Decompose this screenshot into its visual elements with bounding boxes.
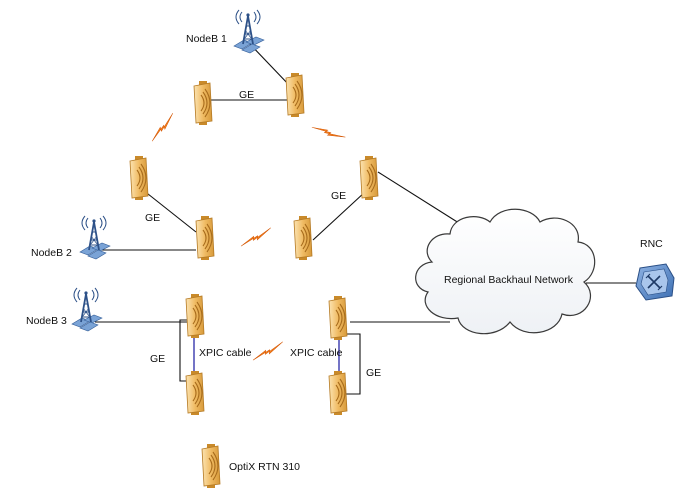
ge-label-bottom-left: GE [150, 353, 165, 365]
ge-label-bottom-right: GE [366, 367, 381, 379]
ge-link-right [312, 191, 366, 241]
cloud-label: Regional Backhaul Network [444, 274, 574, 286]
ge-label-mid-left: GE [145, 212, 160, 224]
nodeb1-label: NodeB 1 [186, 33, 227, 45]
odu-icon [293, 215, 313, 261]
lightning-icon [250, 341, 285, 361]
xpic-label-right: XPIC cable [290, 347, 343, 359]
odu-icon [328, 370, 348, 416]
nodeb3-tower-icon [71, 287, 103, 332]
odu-icon [195, 215, 215, 261]
odu-icon [359, 155, 379, 201]
odu-icon [185, 370, 205, 416]
ge-label-top: GE [239, 89, 254, 101]
ge-link-bottom-right [345, 333, 361, 395]
lightning-icon [144, 112, 181, 142]
nodeb3-label: NodeB 3 [26, 315, 67, 327]
nodeb1-tower-icon [233, 9, 265, 54]
odu-icon [129, 155, 149, 201]
legend-odu-icon [201, 443, 221, 489]
lightning-icon [238, 227, 273, 247]
odu-icon [328, 295, 348, 341]
nodeb2-label: NodeB 2 [31, 247, 72, 259]
cloud-shape [415, 208, 596, 335]
ge-label-mid-right: GE [331, 190, 346, 202]
odu-icon [185, 293, 205, 339]
nodeb2-tower-icon [79, 215, 111, 260]
odu-icon [193, 80, 213, 126]
rnc-icon [635, 263, 675, 301]
rnc-label: RNC [640, 238, 663, 250]
odu-icon [285, 72, 305, 118]
ge-link-left [142, 189, 197, 233]
regional-backhaul-cloud [415, 208, 596, 335]
xpic-label-left: XPIC cable [199, 347, 252, 359]
uplink-to-cloud [377, 171, 471, 231]
lightning-icon [311, 116, 346, 149]
legend-label: OptiX RTN 310 [229, 461, 300, 473]
